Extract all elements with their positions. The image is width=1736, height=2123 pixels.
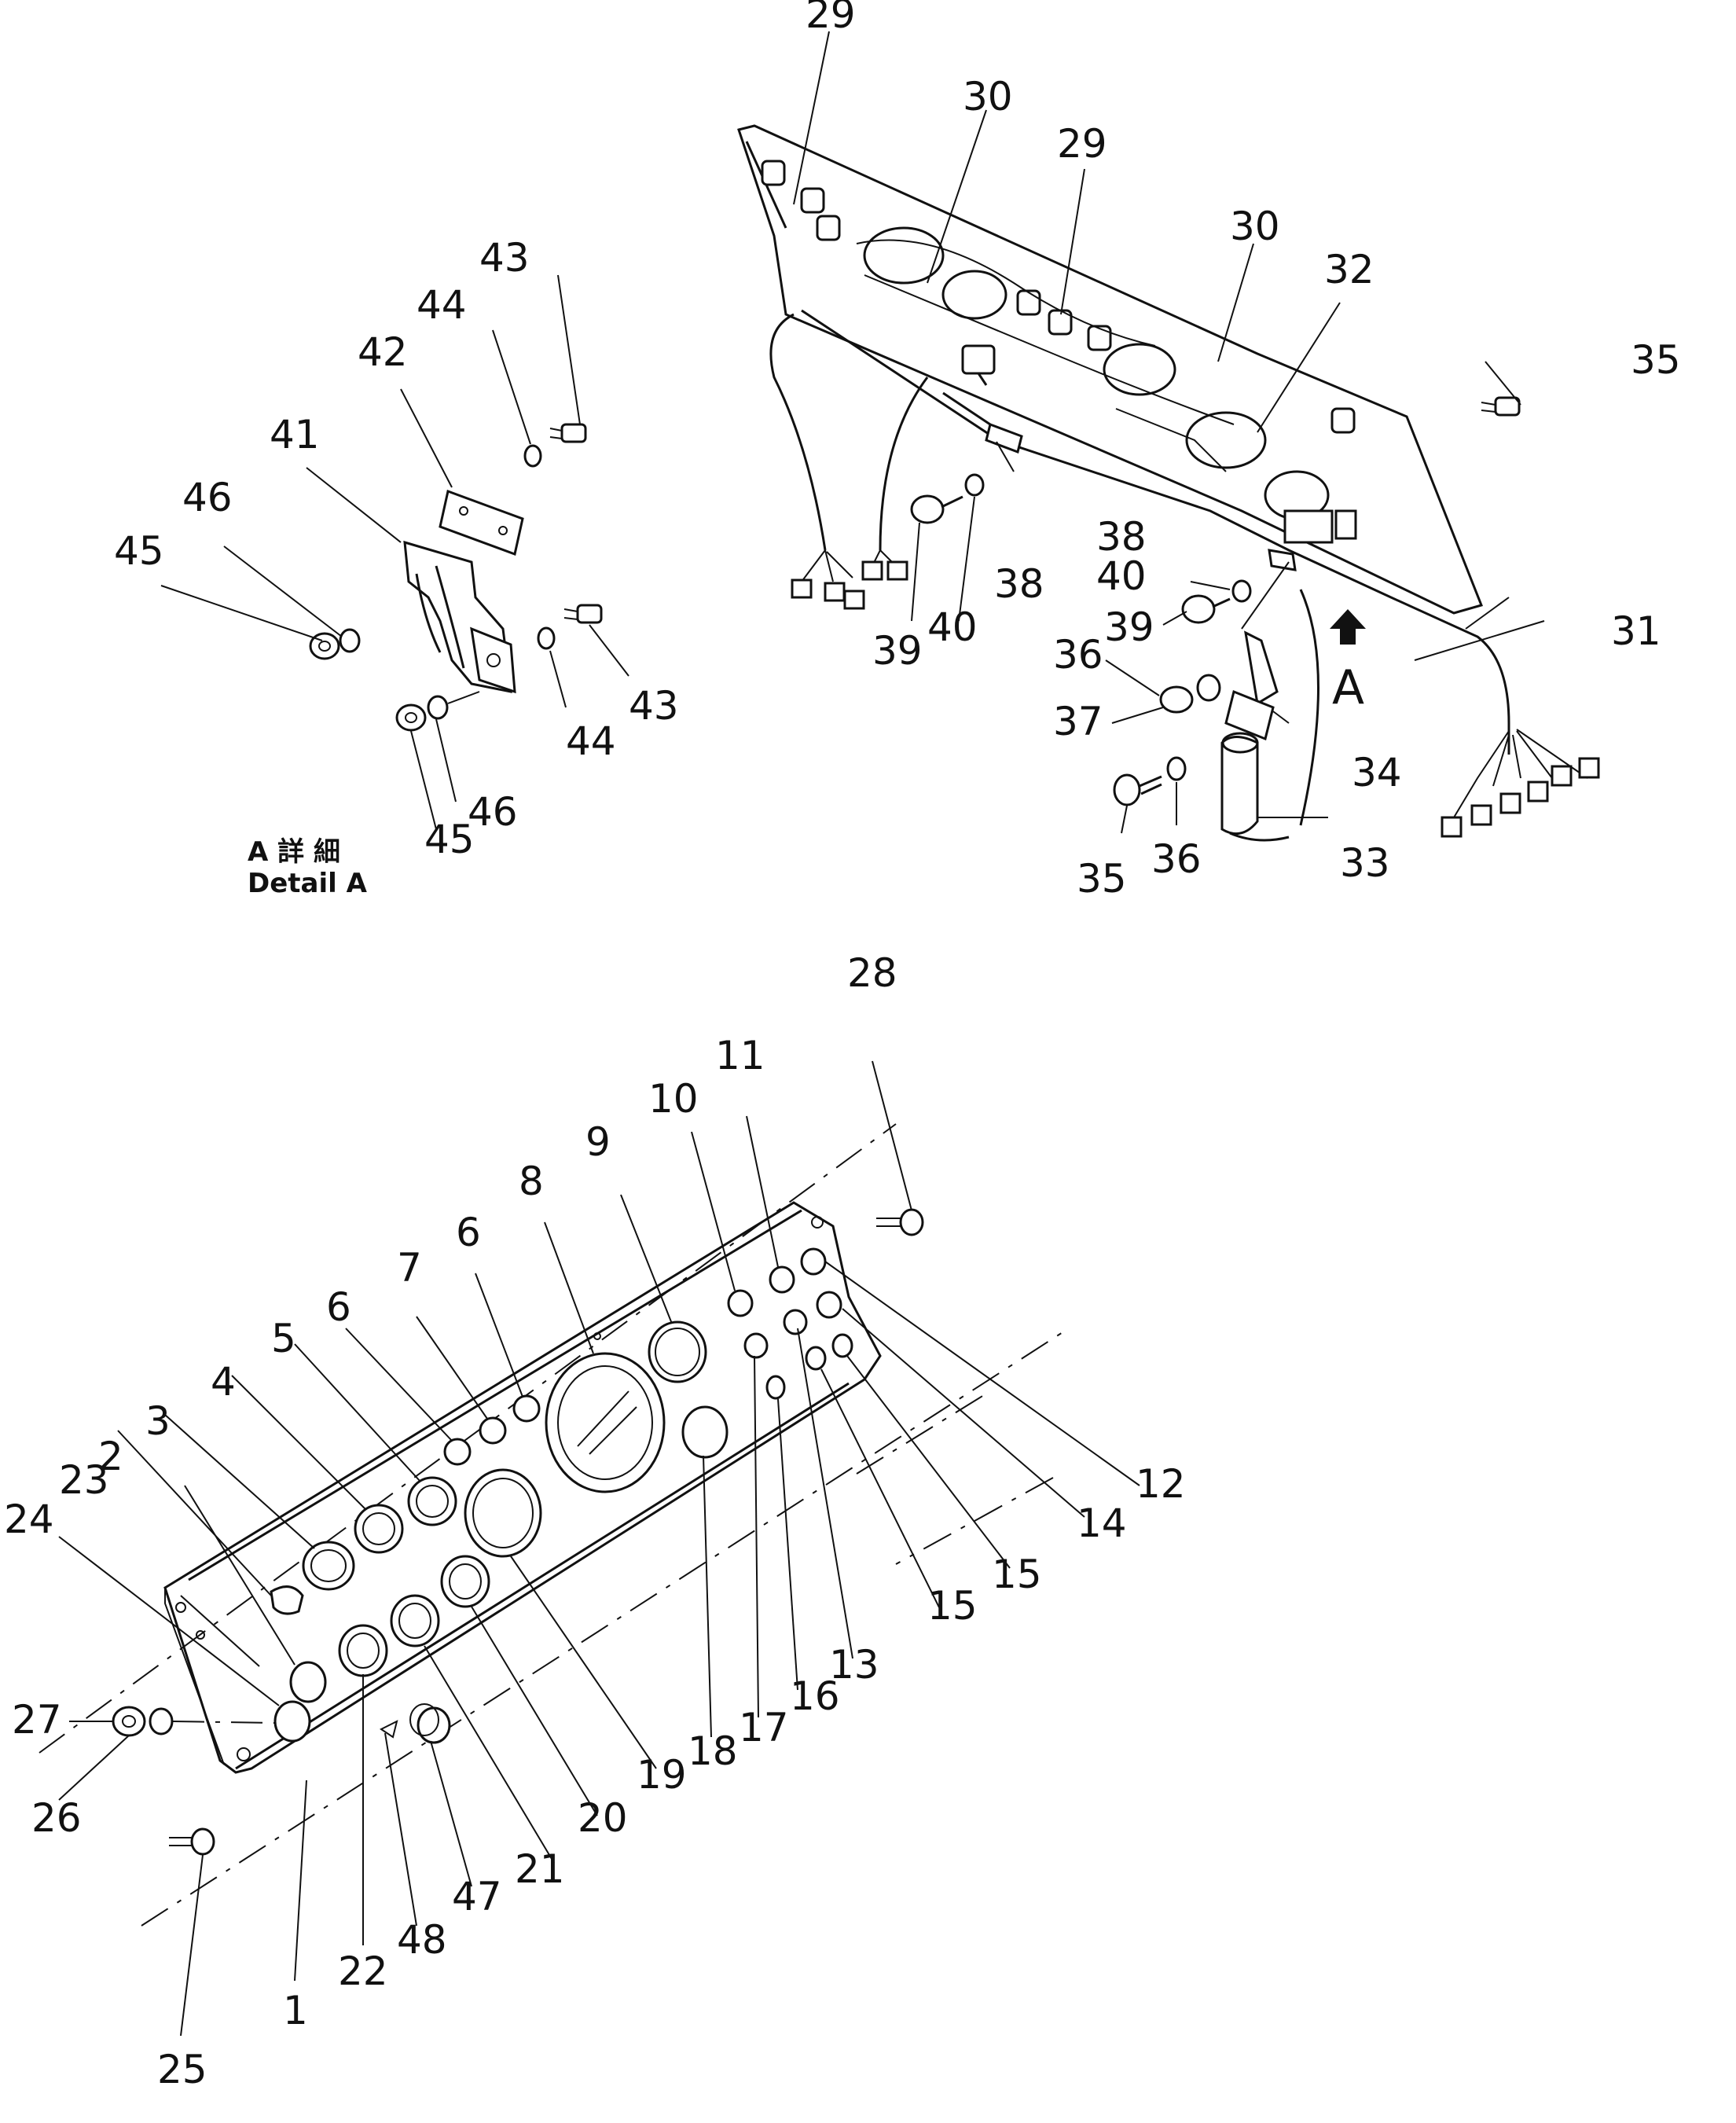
callout-13: 13	[829, 1642, 879, 1688]
callout-33: 33	[1340, 840, 1390, 886]
callout-43: 43	[479, 235, 530, 281]
callout-36: 36	[1151, 836, 1202, 882]
callout-43: 43	[629, 683, 679, 729]
callout-26: 26	[31, 1795, 82, 1841]
detail-caption-en: Detail A	[248, 868, 368, 899]
callout-27: 27	[12, 1697, 62, 1743]
callout-4: 4	[211, 1359, 236, 1405]
callout-35: 35	[1077, 856, 1127, 902]
callout-labels: 29 30 29 30 32 35 38 40 39 36 37 34 33 3…	[4, 0, 1681, 2092]
callout-46: 46	[182, 475, 233, 520]
callout-30: 30	[963, 74, 1013, 119]
callout-41: 41	[270, 412, 320, 457]
callout-22: 22	[338, 1949, 388, 1994]
leader-lines	[58, 31, 1545, 2037]
callout-37: 37	[1053, 699, 1103, 744]
callout-24: 24	[4, 1497, 54, 1542]
callout-36: 36	[1053, 632, 1103, 678]
callout-19: 19	[637, 1752, 687, 1798]
callout-6: 6	[326, 1284, 351, 1330]
callout-8: 8	[519, 1159, 544, 1204]
callout-6: 6	[456, 1210, 481, 1255]
callout-32: 32	[1324, 247, 1374, 292]
callout-17: 17	[739, 1705, 789, 1750]
callout-14: 14	[1077, 1500, 1127, 1546]
callout-47: 47	[452, 1874, 502, 1919]
dashboard-drawing	[39, 1123, 1070, 1926]
callout-45: 45	[424, 817, 475, 862]
callout-10: 10	[648, 1076, 699, 1122]
callout-18: 18	[688, 1728, 738, 1774]
callout-21: 21	[515, 1846, 565, 1892]
callout-45: 45	[114, 528, 164, 574]
detail-caption-jp: A 詳 細	[248, 836, 340, 868]
callout-11: 11	[715, 1033, 765, 1078]
callout-34: 34	[1352, 750, 1402, 795]
callout-40: 40	[1096, 553, 1147, 599]
callout-44: 44	[566, 718, 616, 764]
callout-40: 40	[927, 604, 978, 650]
callout-5: 5	[271, 1316, 296, 1361]
callout-35: 35	[1631, 337, 1681, 383]
callout-23: 23	[59, 1457, 109, 1503]
callout-30: 30	[1230, 204, 1280, 249]
callout-29: 29	[1057, 121, 1107, 167]
view-letter-a: A	[1332, 660, 1364, 715]
callout-9: 9	[585, 1119, 611, 1165]
callout-16: 16	[790, 1673, 840, 1719]
callout-15: 15	[992, 1552, 1042, 1597]
callout-12: 12	[1136, 1461, 1186, 1507]
callout-38: 38	[1096, 514, 1147, 560]
callout-2: 2	[98, 1434, 123, 1479]
callout-15: 15	[927, 1583, 978, 1629]
callout-31: 31	[1611, 608, 1661, 654]
callout-44: 44	[417, 282, 467, 328]
callout-38: 38	[994, 561, 1044, 607]
callout-42: 42	[358, 329, 408, 375]
detail-a-drawing	[309, 423, 603, 732]
callout-39: 39	[872, 628, 923, 674]
callout-29: 29	[806, 0, 856, 37]
callout-3: 3	[145, 1398, 171, 1444]
harness-panel-drawing	[737, 124, 1600, 842]
callout-46: 46	[468, 789, 518, 835]
callout-1: 1	[283, 1988, 308, 2033]
callout-20: 20	[578, 1795, 628, 1841]
callout-28: 28	[847, 950, 897, 996]
callout-39: 39	[1104, 604, 1154, 650]
callout-25: 25	[157, 2047, 207, 2092]
callout-48: 48	[397, 1917, 447, 1963]
callout-7: 7	[397, 1245, 422, 1291]
